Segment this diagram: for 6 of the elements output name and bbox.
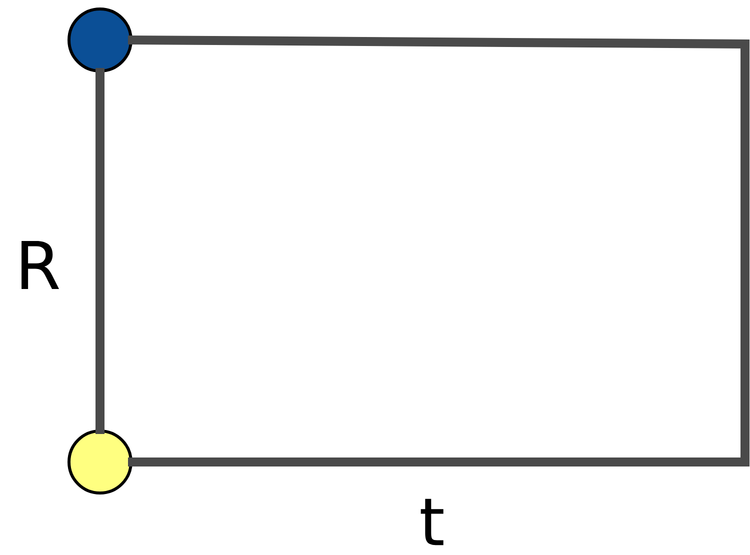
circle-marker xyxy=(68,8,132,72)
edge-label: t xyxy=(420,498,444,546)
line xyxy=(128,36,750,466)
edge-label: R xyxy=(22,240,60,290)
line xyxy=(96,68,104,434)
circle-marker xyxy=(68,430,132,494)
